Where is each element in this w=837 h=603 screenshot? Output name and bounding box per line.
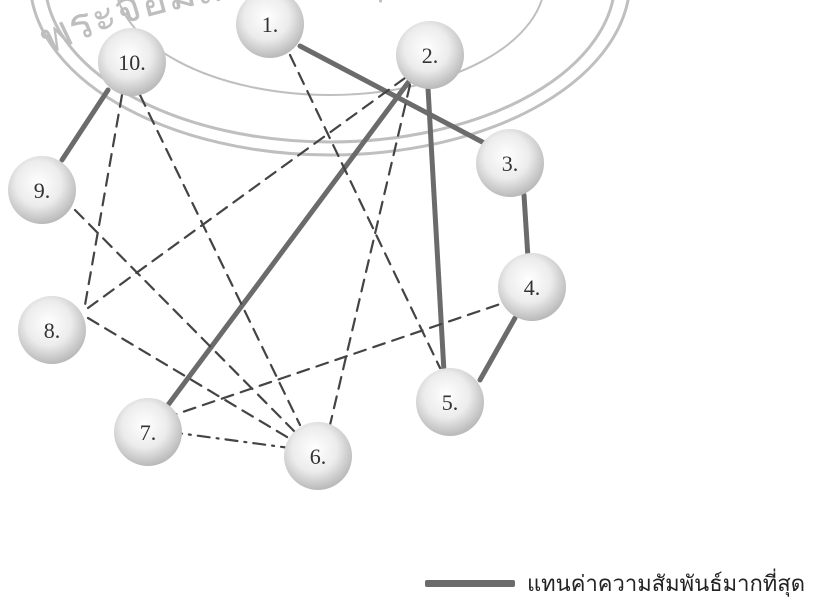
edge-9-6-dashed <box>73 208 297 434</box>
node-9: 9. <box>8 156 76 224</box>
edge-7-4-dashed <box>163 298 514 420</box>
node-label: 9. <box>34 178 51 203</box>
node-1: 1. <box>236 0 304 58</box>
edge-10-6-dashed <box>138 93 302 427</box>
legend-label: แทนค่าความสัมพันธ์มากที่สุด <box>527 571 806 596</box>
node-circle <box>114 398 182 466</box>
node-10: 10. <box>98 28 166 96</box>
node-circle <box>98 28 166 96</box>
watermark-text: พระจอมเกล้าเจ้าคุณ <box>32 0 429 65</box>
node-5: 5. <box>416 368 484 436</box>
edge-2-7-solid <box>165 77 413 408</box>
edge-1-3-solid <box>297 43 491 148</box>
node-3: 3. <box>476 129 544 197</box>
node-6: 6. <box>284 422 352 490</box>
node-label: 5. <box>442 390 459 415</box>
edge-2-6-dashed <box>328 83 412 427</box>
node-label: 7. <box>140 420 157 445</box>
node-circle <box>18 296 86 364</box>
node-8: 8. <box>18 296 86 364</box>
edge-7-6-dashdot <box>168 430 292 450</box>
node-label: 6. <box>310 444 327 469</box>
node-circle <box>236 0 304 58</box>
node-label: 10. <box>118 50 146 75</box>
edge-10-8-dashed <box>83 93 124 307</box>
edge-2-8-dashed <box>86 76 407 310</box>
edges-layer <box>59 43 531 450</box>
node-circle <box>396 21 464 89</box>
node-circle <box>8 156 76 224</box>
node-4: 4. <box>498 253 566 321</box>
edge-10-9-solid <box>59 87 111 163</box>
node-label: 4. <box>524 275 541 300</box>
edge-3-4-solid <box>521 192 531 261</box>
node-label: 3. <box>502 151 519 176</box>
node-label: 1. <box>262 12 279 37</box>
node-circle <box>284 422 352 490</box>
nodes-layer: 1. 2. 3. 4. 5. 6. 7. 8. 9. 10. <box>8 0 566 490</box>
node-label: 8. <box>44 318 61 343</box>
legend: แทนค่าความสัมพันธ์มากที่สุด <box>425 566 805 601</box>
node-2: 2. <box>396 21 464 89</box>
edge-8-6-dashed <box>86 316 294 442</box>
edge-1-5-dashed <box>288 53 442 370</box>
node-label: 2. <box>422 43 439 68</box>
legend-line-sample <box>425 580 515 587</box>
edge-4-5-solid <box>477 315 518 383</box>
node-7: 7. <box>114 398 182 466</box>
node-circle <box>476 129 544 197</box>
node-circle <box>416 368 484 436</box>
node-circle <box>498 253 566 321</box>
